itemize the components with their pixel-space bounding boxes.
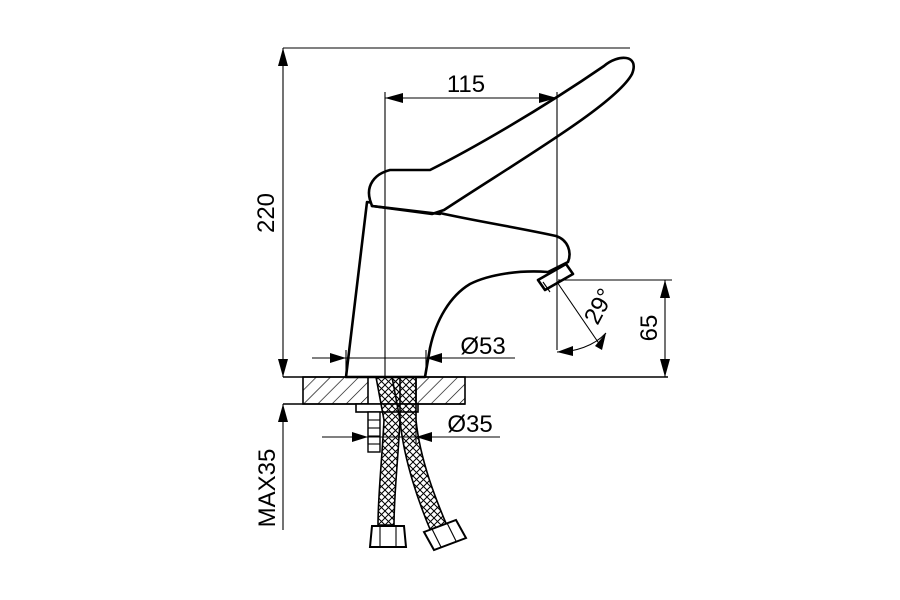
braided-hoses bbox=[368, 376, 468, 552]
dimension-spout-angle: 29° bbox=[556, 281, 620, 356]
faucet-body bbox=[344, 56, 635, 379]
dimension-outlet-height: 65 bbox=[558, 279, 672, 377]
dimension-label-115: 115 bbox=[447, 71, 485, 98]
dimension-label-max35: MAX35 bbox=[254, 449, 281, 528]
dimension-total-height: 220 bbox=[253, 47, 630, 377]
dimension-max-deck-thickness: MAX35 bbox=[254, 404, 288, 530]
dimension-label-65: 65 bbox=[636, 315, 663, 342]
countertop-section bbox=[283, 376, 668, 405]
dimension-label-220: 220 bbox=[253, 193, 280, 233]
dimension-base-diameter: Ø53 bbox=[312, 333, 515, 377]
dimension-label-29deg: 29° bbox=[579, 284, 620, 329]
dimension-spout-reach: 115 bbox=[384, 71, 558, 377]
dimension-label-d35: Ø35 bbox=[447, 411, 492, 438]
dimension-label-d53: Ø53 bbox=[460, 333, 505, 360]
dimension-shank-diameter: Ø35 bbox=[322, 411, 500, 444]
